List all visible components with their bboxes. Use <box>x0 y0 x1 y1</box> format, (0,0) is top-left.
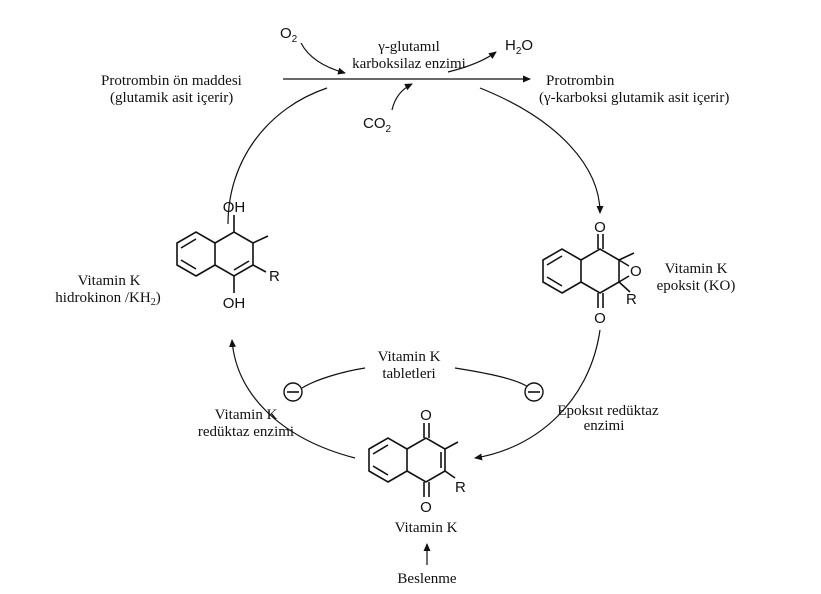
epoxide-o-ring: O <box>630 263 642 280</box>
epoxide-o-top: O <box>594 219 606 236</box>
epoxide-structure: O O O R <box>542 219 642 327</box>
carboxylase-enzyme-line1: γ-glutamıl <box>377 39 440 55</box>
h2o-label: H2O <box>505 37 533 57</box>
tablets-label-line1: Vitamin K <box>378 349 441 365</box>
epoxide-label-line1: Vitamin K <box>665 261 728 277</box>
hydroquinone-label-line1: Vitamin K <box>78 273 141 289</box>
vitamin-k-r: R <box>455 479 466 496</box>
arc-from-hydroquinone <box>227 87 328 225</box>
o2-label: O2 <box>280 25 298 45</box>
hydroquinone-label-line2: hidrokinon /KH2) <box>55 290 160 308</box>
hydroquinone-r: R <box>269 268 280 285</box>
hydroquinone-oh-top: OH <box>223 199 246 216</box>
co2-output-arrow <box>391 83 413 111</box>
h2o-output-arrow <box>447 51 497 73</box>
epoxide-r: R <box>626 291 637 308</box>
epoxide-reductase-label-line2: enzimi <box>584 418 625 434</box>
prothrombin-precursor-line1: Protrombin ön maddesi <box>101 73 242 89</box>
prothrombin-line2: (γ-karboksi glutamik asit içerir) <box>539 90 729 106</box>
arc-to-epoxide <box>479 87 604 214</box>
epoxide-label-line2: epoksit (KO) <box>657 278 736 294</box>
tablets-label-line2: tabletleri <box>382 366 435 382</box>
carboxylase-enzyme-line2: karboksilaz enzimi <box>352 56 466 72</box>
epoxide-reductase-label-line1: Epoksıt redüktaz <box>557 403 659 419</box>
tablets-right-inhibition-line <box>454 367 529 388</box>
prothrombin-precursor-line2: (glutamik asit içerir) <box>110 90 233 106</box>
vitamin-k-o-top: O <box>420 407 432 424</box>
inhibition-symbol-epoxide-reductase <box>524 382 544 402</box>
epoxide-o-bottom: O <box>594 310 606 327</box>
hydroquinone-structure: OH OH R <box>176 199 280 312</box>
reductase-label-line1: Vitamin K <box>215 407 278 423</box>
nutrition-label: Beslenme <box>397 571 456 587</box>
vitamin-k-structure: O O R <box>368 407 466 516</box>
prothrombin-line1: Protrombin <box>546 73 615 89</box>
reductase-label-line2: redüktaz enzimi <box>198 424 294 440</box>
hydroquinone-oh-bottom: OH <box>223 295 246 312</box>
vitamin-k-o-bottom: O <box>420 499 432 516</box>
arc-vitamin-k-to-hydroquinone <box>229 339 356 459</box>
tablets-left-inhibition-line <box>301 367 366 389</box>
co2-label: CO2 <box>363 115 392 135</box>
vitamin-k-label: Vitamin K <box>395 520 458 536</box>
o2-input-arrow <box>300 42 346 75</box>
inhibition-symbol-reductase <box>283 382 303 402</box>
arc-epoxide-to-vitamin-k <box>474 329 601 461</box>
